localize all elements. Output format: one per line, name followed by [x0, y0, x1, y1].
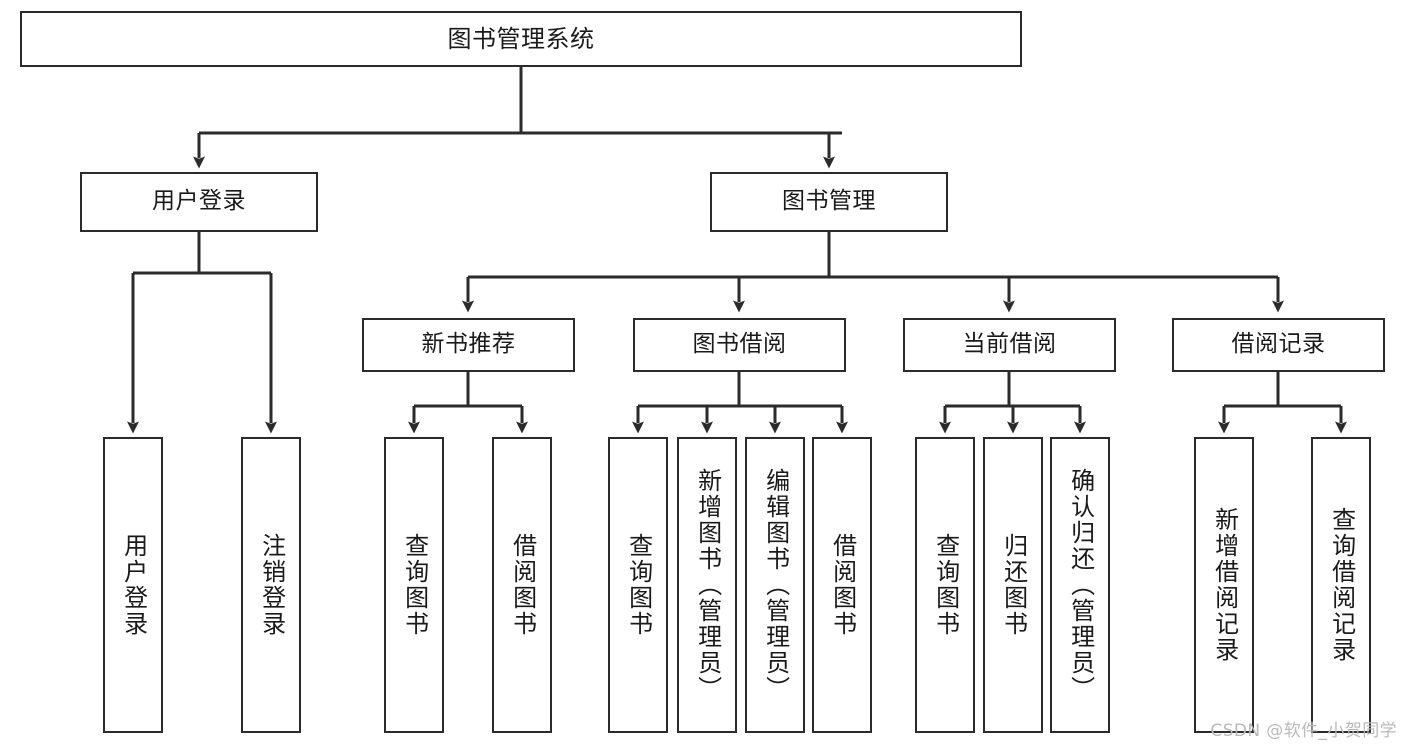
node-borrow-record[interactable]: 借阅记录 [1172, 318, 1385, 372]
node-book-borrow[interactable]: 图书借阅 [633, 318, 846, 372]
node-book-management-label: 图书管理 [782, 188, 876, 215]
node-leaf-add-book-label: 新增图书（管理员） [693, 468, 722, 702]
node-leaf-borrow-book-1-label: 借阅图书 [508, 533, 537, 637]
node-leaf-edit-book[interactable]: 编辑图书（管理员） [745, 437, 805, 733]
node-book-borrow-label: 图书借阅 [692, 331, 787, 358]
node-new-book-recommend[interactable]: 新书推荐 [362, 318, 575, 372]
node-leaf-return-book-label: 归还图书 [999, 533, 1028, 637]
node-leaf-borrow-book-2-label: 借阅图书 [828, 533, 857, 637]
node-leaf-logout-login[interactable]: 注销登录 [241, 437, 301, 733]
node-book-management[interactable]: 图书管理 [710, 172, 948, 232]
node-leaf-confirm-return-label: 确认归还（管理员） [1066, 468, 1095, 702]
node-leaf-query-book-3[interactable]: 查询图书 [915, 437, 975, 733]
node-current-borrow[interactable]: 当前借阅 [903, 318, 1116, 372]
node-new-book-recommend-label: 新书推荐 [421, 331, 516, 358]
node-leaf-borrow-book-2[interactable]: 借阅图书 [812, 437, 872, 733]
node-leaf-user-login-label: 用户登录 [119, 533, 148, 637]
node-leaf-add-record[interactable]: 新增借阅记录 [1194, 437, 1254, 733]
node-leaf-query-book-3-label: 查询图书 [931, 533, 960, 637]
node-current-borrow-label: 当前借阅 [962, 331, 1057, 358]
node-leaf-user-login[interactable]: 用户登录 [103, 437, 163, 733]
node-leaf-borrow-book-1[interactable]: 借阅图书 [492, 437, 552, 733]
csdn-watermark: CSDN @软件_小贺同学 [1210, 721, 1397, 741]
node-leaf-confirm-return[interactable]: 确认归还（管理员） [1050, 437, 1110, 733]
node-root-system-label: 图书管理系统 [447, 24, 595, 53]
node-leaf-query-record-label: 查询借阅记录 [1327, 507, 1356, 663]
node-leaf-query-book-2-label: 查询图书 [624, 533, 653, 637]
node-leaf-query-book-2[interactable]: 查询图书 [608, 437, 668, 733]
node-leaf-edit-book-label: 编辑图书（管理员） [761, 468, 790, 702]
node-leaf-add-record-label: 新增借阅记录 [1210, 507, 1239, 663]
node-leaf-add-book[interactable]: 新增图书（管理员） [677, 437, 737, 733]
node-leaf-logout-login-label: 注销登录 [257, 533, 286, 637]
node-borrow-record-label: 借阅记录 [1231, 331, 1326, 358]
node-leaf-query-book-1-label: 查询图书 [400, 533, 429, 637]
node-leaf-query-book-1[interactable]: 查询图书 [384, 437, 444, 733]
node-user-login[interactable]: 用户登录 [80, 172, 318, 232]
node-leaf-query-record[interactable]: 查询借阅记录 [1311, 437, 1371, 733]
node-root-system[interactable]: 图书管理系统 [20, 11, 1022, 67]
node-leaf-return-book[interactable]: 归还图书 [983, 437, 1043, 733]
node-user-login-label: 用户登录 [152, 188, 246, 215]
